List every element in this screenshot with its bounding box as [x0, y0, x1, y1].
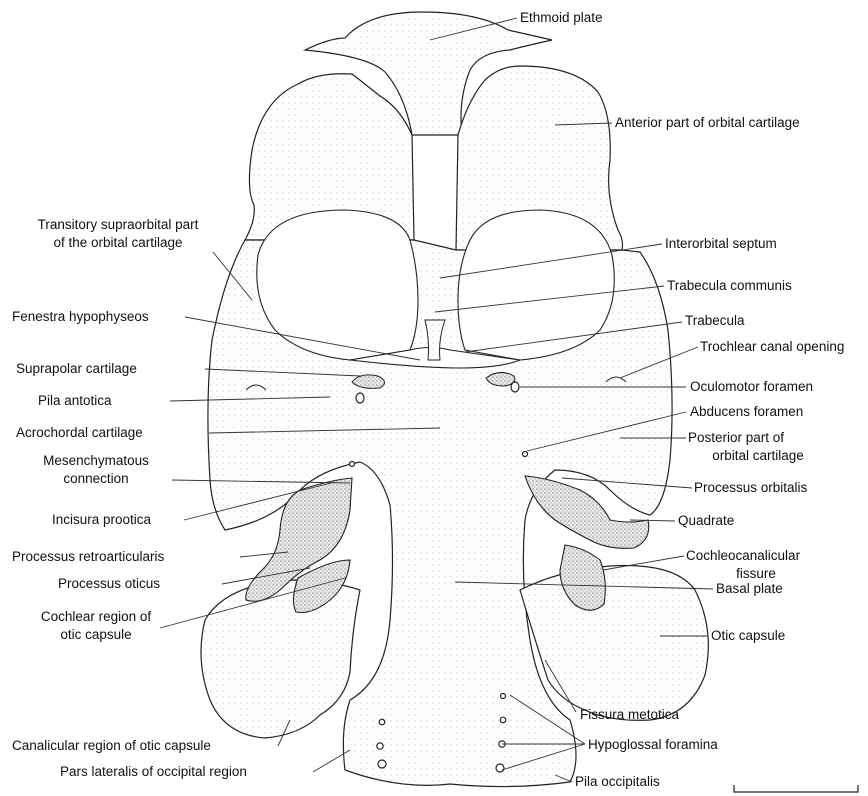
right-orbital-fenestra — [458, 210, 614, 360]
label-pila-occipitalis: Pila occipitalis — [575, 774, 660, 790]
label-trabecula-communis: Trabecula communis — [667, 278, 792, 294]
label-processus-orbitalis: Processus orbitalis — [694, 480, 807, 496]
label-cochleocanalicular-2: fissure — [686, 566, 826, 582]
label-ethmoid-plate: Ethmoid plate — [520, 10, 603, 26]
label-cochleocanalicular-1: Cochleocanalicular — [686, 548, 800, 564]
label-fenestra-hypophyseos: Fenestra hypophyseos — [12, 309, 149, 325]
scale-bar — [734, 785, 858, 792]
label-transitory-supraorbital-1: Transitory supraorbital part — [6, 217, 230, 233]
label-pars-lateralis: Pars lateralis of occipital region — [60, 764, 247, 780]
label-processus-retroarticularis: Processus retroarticularis — [12, 549, 164, 565]
left-otic-capsule-shape — [201, 580, 360, 738]
hypoglossal-foramen-1 — [379, 719, 385, 725]
label-incisura-prootica: Incisura prootica — [52, 512, 151, 528]
label-transitory-supraorbital-2: of the orbital cartilage — [6, 235, 230, 251]
right-abducens-foramen — [523, 452, 528, 457]
label-trochlear-canal-opening: Trochlear canal opening — [700, 339, 844, 355]
hypoglossal-foramen-3 — [378, 760, 386, 768]
right-oculomotor-foramen — [511, 382, 519, 392]
label-otic-capsule: Otic capsule — [711, 628, 785, 644]
label-posterior-orbital-2: orbital cartilage — [688, 448, 828, 464]
label-oculomotor-foramen: Oculomotor foramen — [690, 379, 813, 395]
label-fissura-metotica: Fissura metotica — [580, 707, 679, 723]
label-abducens-foramen: Abducens foramen — [690, 404, 803, 420]
label-posterior-orbital-1: Posterior part of — [688, 430, 784, 446]
label-acrochordal-cartilage: Acrochordal cartilage — [16, 425, 143, 441]
hypoglossal-foramen-6 — [496, 764, 504, 772]
hypoglossal-foramen-4 — [500, 717, 506, 723]
hypoglossal-foramen-2 — [377, 743, 383, 749]
label-mesenchymatous-1: Mesenchymatous — [18, 453, 174, 469]
label-basal-plate: Basal plate — [716, 581, 783, 597]
left-small-foramen — [350, 462, 355, 467]
left-oculomotor-foramen — [356, 393, 364, 403]
label-quadrate: Quadrate — [678, 513, 734, 529]
label-anterior-orbital-cartilage: Anterior part of orbital cartilage — [615, 115, 800, 131]
label-trabecula: Trabecula — [685, 313, 745, 329]
label-canalicular-region: Canalicular region of otic capsule — [12, 738, 211, 754]
label-mesenchymatous-2: connection — [18, 471, 174, 487]
hypoglossal-foramen-7 — [501, 694, 506, 699]
label-cochlear-region-1: Cochlear region of — [26, 609, 166, 625]
label-interorbital-septum: Interorbital septum — [665, 236, 777, 252]
label-cochlear-region-2: otic capsule — [26, 627, 166, 643]
label-suprapolar-cartilage: Suprapolar cartilage — [16, 361, 137, 377]
label-pila-antotica: Pila antotica — [38, 393, 112, 409]
label-processus-oticus: Processus oticus — [58, 576, 160, 592]
label-hypoglossal-foramina: Hypoglossal foramina — [588, 737, 718, 753]
